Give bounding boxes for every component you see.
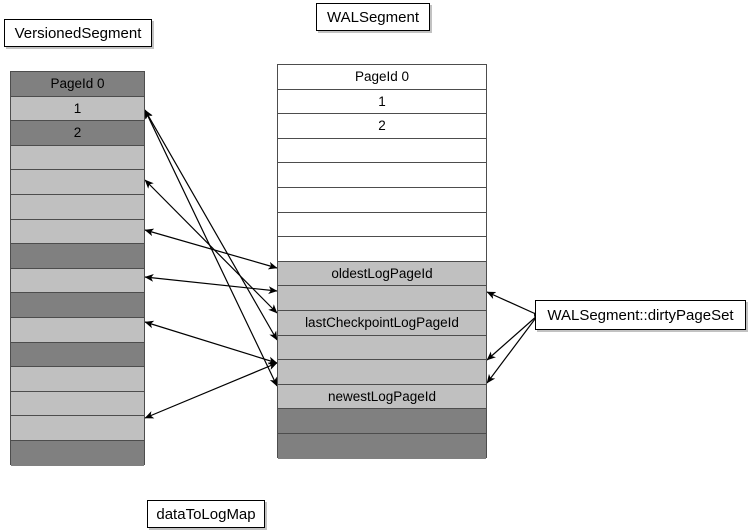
versioned-segment-row-11 [11,342,144,368]
map-link-3 [144,179,278,314]
wal-segment-row-10: lastCheckpointLogPageId [278,310,486,336]
map-link-5 [144,274,278,294]
wal-segment-row-8: oldestLogPageId [278,261,486,287]
wal-segment-row-11 [278,335,486,361]
versioned-segment-row-1-label: 1 [73,100,82,116]
dirty-page-set-label: WALSegment::dirtyPageSet [535,300,746,330]
map-link-6 [144,320,278,365]
map-link-7 [144,362,278,419]
wal-segment-row-1-label: 1 [378,93,386,109]
versioned-segment-row-2: 2 [11,121,144,146]
wal-segment-row-6 [278,212,486,238]
dirty-page-set-connectors [486,291,539,384]
map-link-2 [144,109,278,387]
versioned-segment-row-15 [11,440,144,466]
dirty-link-1 [486,291,539,316]
wal-segment-row-3 [278,138,486,164]
wal-segment-row-9 [278,286,486,311]
data-to-log-map-connectors [144,109,278,419]
versioned-segment-row-7 [11,244,144,269]
wal-segment-label: WALSegment [316,3,430,31]
wal-segment-row-4 [278,163,486,188]
map-link-4 [144,228,278,270]
versioned-segment-row-8 [11,268,144,294]
dirty-link-3 [486,314,539,384]
wal-segment-row-1: 1 [278,89,486,115]
versioned-segment-row-13 [11,391,144,417]
wal-segment-row-0: PageId 0 [278,65,486,90]
wal-segment-row-2: 2 [278,114,486,139]
versioned-segment-row-9 [11,293,144,318]
versioned-segment-row-4 [11,170,144,195]
wal-segment-row-7 [278,237,486,262]
wal-segment-row-14 [278,409,486,434]
data-to-log-map-label: dataToLogMap [147,500,265,528]
wal-segment-row-8-label: oldestLogPageId [331,266,433,282]
wal-segment-row-5 [278,187,486,213]
versioned-segment-row-3 [11,145,144,171]
versioned-segment-row-5 [11,194,144,220]
versioned-segment-row-0: PageId 0 [11,72,144,97]
dirty-link-2 [486,314,539,361]
wal-segment-row-15 [278,433,486,459]
wal-segment-table: PageId 0 1 2 oldestLogPageId lastCheckpointL… [277,64,487,459]
versioned-segment-row-14 [11,416,144,441]
versioned-segment-row-1: 1 [11,96,144,122]
wal-segment-row-2-label: 2 [378,118,386,134]
map-link-1 [144,109,278,341]
versioned-segment-row-10 [11,317,144,343]
wal-segment-row-0-label: PageId 0 [354,69,410,85]
versioned-segment-row-0-label: PageId 0 [50,76,105,92]
wal-segment-row-12 [278,360,486,385]
versioned-segment-table: PageId 0 1 2 [10,71,145,466]
wal-segment-row-10-label: lastCheckpointLogPageId [305,315,459,331]
versioned-segment-label: VersionedSegment [4,19,152,47]
versioned-segment-row-6 [11,219,144,245]
wal-segment-row-13-label: newestLogPageId [327,389,437,405]
versioned-segment-row-2-label: 2 [73,125,82,141]
wal-segment-row-13: newestLogPageId [278,384,486,410]
versioned-segment-row-12 [11,367,144,392]
